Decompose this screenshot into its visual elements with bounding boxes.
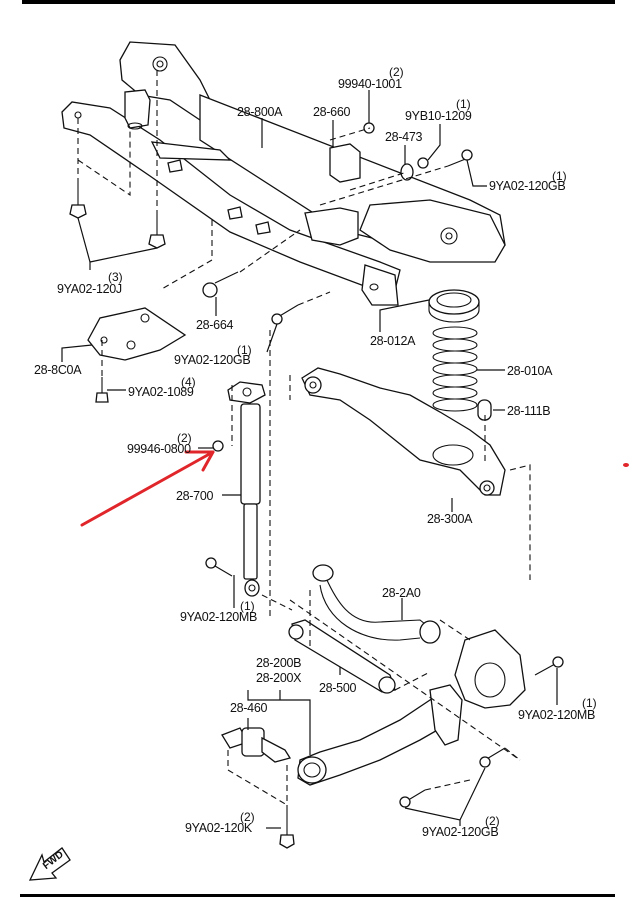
callout-28-800a: 28-800A bbox=[237, 105, 283, 119]
coil-spring bbox=[432, 326, 478, 412]
shock-absorber bbox=[227, 381, 266, 597]
bottom-border bbox=[20, 894, 615, 897]
callout-28-500: 28-500 bbox=[319, 681, 357, 695]
bolt-9ya02-120mb-shock bbox=[205, 557, 233, 577]
bolt-9ya02-120j-right bbox=[148, 210, 166, 249]
qty-9yb10-1209: (1) bbox=[456, 97, 471, 111]
callout-28-200b: 28-200B bbox=[256, 656, 302, 670]
bolt-9ya02-120gb-low1 bbox=[479, 747, 506, 768]
callout-9ya02-120mb-shock: 9YA02-120MB bbox=[180, 610, 258, 624]
qty-9ya02-120mb-shock: (1) bbox=[240, 599, 255, 613]
callout-28-200x: 28-200X bbox=[256, 671, 302, 685]
callout-28-8c0a: 28-8C0A bbox=[34, 363, 82, 377]
bolt-9ya02-120k bbox=[279, 808, 295, 849]
qty-9ya02-120gb-mid: (1) bbox=[237, 343, 252, 357]
spring-seat bbox=[428, 289, 480, 323]
callout-28-473: 28-473 bbox=[385, 130, 423, 144]
bolt-9ya02-120gb-mid bbox=[271, 304, 299, 325]
qty-9ya02-120gb-top: (1) bbox=[552, 169, 567, 183]
bolt-28-664 bbox=[202, 271, 239, 298]
callout-28-664: 28-664 bbox=[196, 318, 234, 332]
bolt-9ya02-120gb-low2 bbox=[399, 789, 426, 808]
bracket-28-8c0a bbox=[87, 307, 187, 361]
callout-28-2a0: 28-2A0 bbox=[382, 586, 421, 600]
callout-9ya02-120gb-low: 9YA02-120GB bbox=[422, 825, 499, 839]
qty-99946-0800: (2) bbox=[177, 431, 192, 445]
bracket-28-660 bbox=[329, 143, 361, 183]
nut-99946-0800 bbox=[212, 440, 224, 452]
bolt-9ya02-120mb-right bbox=[534, 656, 564, 676]
callout-9ya02-120gb-top: 9YA02-120GB bbox=[489, 179, 566, 193]
callout-9yb10-1209: 9YB10-1209 bbox=[405, 109, 472, 123]
callout-28-010a: 28-010A bbox=[507, 364, 553, 378]
callout-9ya02-120k: 9YA02-120K bbox=[185, 821, 252, 835]
callout-9ya02-1089: 9YA02-1089 bbox=[128, 385, 194, 399]
qty-9ya02-120j: (3) bbox=[108, 270, 123, 284]
callout-9ya02-120j: 9YA02-120J bbox=[57, 282, 122, 296]
fwd-arrow-icon bbox=[28, 847, 71, 881]
callout-28-012a: 28-012A bbox=[370, 334, 416, 348]
crossmember bbox=[61, 41, 506, 306]
callout-99946-0800: 99946-0800 bbox=[127, 442, 191, 456]
trailing-arm bbox=[297, 684, 463, 786]
bolt-9ya02-120j-left bbox=[69, 180, 87, 219]
qty-9ya02-120gb-low: (2) bbox=[485, 814, 500, 828]
qty-99940-1001: (2) bbox=[389, 65, 404, 79]
red-dot-mark bbox=[623, 463, 629, 467]
knuckle bbox=[454, 629, 526, 709]
lower-arm bbox=[301, 367, 506, 496]
bolt-9ya02-1089 bbox=[95, 377, 109, 403]
nut-9yb10-1209 bbox=[417, 157, 429, 169]
leader-lines bbox=[61, 90, 558, 829]
callout-9ya02-120gb-mid: 9YA02-120GB bbox=[174, 353, 251, 367]
assembly-lines bbox=[77, 70, 531, 808]
red-annotation-arrow bbox=[80, 450, 215, 527]
callout-28-700: 28-700 bbox=[176, 489, 214, 503]
upper-arm bbox=[312, 564, 441, 644]
callout-28-660: 28-660 bbox=[313, 105, 351, 119]
callout-28-300a: 28-300A bbox=[427, 512, 473, 526]
callout-28-460: 28-460 bbox=[230, 701, 268, 715]
callout-9ya02-120mb-right: 9YA02-120MB bbox=[518, 708, 596, 722]
qty-9ya02-120mb-right: (1) bbox=[582, 696, 597, 710]
qty-9ya02-1089: (4) bbox=[181, 375, 196, 389]
qty-9ya02-120k: (2) bbox=[240, 810, 255, 824]
bushing-28-460 bbox=[221, 727, 292, 763]
link-28-500 bbox=[288, 619, 396, 694]
callout-28-111b: 28-111B bbox=[507, 404, 551, 418]
callout-99940-1001: 99940-1001 bbox=[338, 77, 402, 91]
top-border bbox=[22, 0, 615, 4]
washer-28-473 bbox=[400, 163, 414, 181]
